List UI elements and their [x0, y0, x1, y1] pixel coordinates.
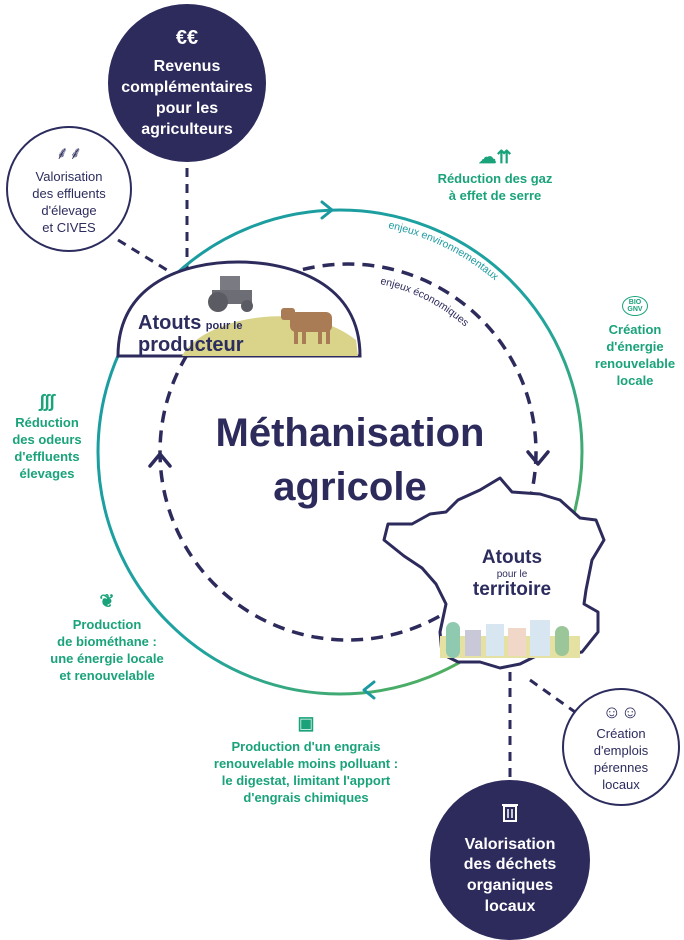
- environmental-cycle-ring: [96, 208, 584, 696]
- dechets-line-2: des déchets: [463, 856, 557, 874]
- emplois-line-2: d'emplois: [593, 742, 649, 758]
- dechets-line-3: organiques: [466, 877, 554, 895]
- revenus-line-4: agriculteurs: [141, 120, 233, 138]
- emplois-line-4: locaux: [602, 776, 640, 792]
- bubble-emplois: ☺☺ Création d'emplois pérennes locaux: [562, 688, 680, 806]
- odeurs-line-2: des odeurs: [12, 432, 82, 448]
- emplois-line-3: pérennes: [593, 759, 649, 775]
- producer-name: producteur: [138, 334, 244, 356]
- benefit-odeurs: ∫∫∫ Réduction des odeurs d'effluents éle…: [2, 390, 92, 483]
- connector-emplois: [529, 678, 576, 714]
- revenus-line-2: complémentaires: [121, 79, 253, 97]
- odeurs-line-4: élevages: [19, 466, 75, 482]
- gaz-line-1: Réduction des gaz: [437, 171, 553, 187]
- engrais-line-4: d'engrais chimiques: [243, 790, 369, 806]
- ring-arrow-bottom: [362, 680, 376, 700]
- benefit-biomethane: ❦ Production de biométhane : une énergie…: [30, 590, 184, 685]
- economic-cycle-ring: [158, 262, 538, 642]
- odor-waves-icon: ∫∫∫: [39, 391, 55, 411]
- town-icon: [440, 620, 580, 658]
- ring-arrow-top: [320, 200, 334, 220]
- producer-atouts: Atouts: [138, 312, 202, 334]
- revenus-line-1: Revenus: [153, 58, 221, 76]
- territory-name: territoire: [472, 578, 552, 600]
- territory-label: Atouts pour le territoire: [462, 547, 562, 601]
- odeurs-line-1: Réduction: [15, 415, 79, 431]
- effluents-line-4: et CIVES: [42, 219, 96, 235]
- benefit-energie: BIO GNV Création d'énergie renouvelable …: [588, 296, 682, 390]
- people-icon: ☺☺: [602, 701, 640, 722]
- cow-icon: [281, 308, 332, 344]
- trash-bin-icon: [502, 802, 518, 828]
- odeurs-line-3: d'effluents: [14, 449, 80, 465]
- bio-badge: BIO: [628, 299, 642, 306]
- effluents-line-2: des effluents: [32, 185, 106, 201]
- bio-gnv-icon: BIO GNV: [622, 296, 648, 316]
- page-title: Méthanisation agricole: [170, 406, 530, 514]
- engrais-line-1: Production d'un engrais: [231, 739, 381, 755]
- benefit-engrais: ▣ Production d'un engrais renouvelable m…: [190, 712, 422, 807]
- tractor-icon: [208, 276, 253, 312]
- bubble-dechets: Valorisation des déchets organiques loca…: [430, 780, 590, 940]
- territory-atouts: Atouts: [481, 547, 543, 568]
- dashed-arrow-left: [148, 452, 172, 468]
- biomethane-line-4: et renouvelable: [59, 668, 155, 684]
- biomethane-line-2: de biométhane :: [57, 634, 157, 650]
- biomethane-line-3: une énergie locale: [50, 651, 164, 667]
- bubble-effluents: ⸙⸙ Valorisation des effluents d'élevage …: [6, 126, 132, 252]
- dechets-line-1: Valorisation: [464, 835, 556, 853]
- revenus-line-3: pour les: [155, 100, 219, 117]
- engrais-line-2: renouvelable moins polluant :: [213, 756, 399, 772]
- fertilizer-bag-icon: ▣: [297, 713, 315, 733]
- cloud-sun-icon: ☁⇈: [478, 147, 512, 167]
- effluents-line-1: Valorisation: [35, 168, 103, 184]
- bubble-revenus: €€ Revenus complémentaires pour les agri…: [108, 4, 266, 162]
- biomethane-line-1: Production: [72, 617, 142, 633]
- dashed-arrow-right: [526, 450, 550, 466]
- title-line-2: agricole: [273, 465, 427, 509]
- gnv-badge: GNV: [627, 306, 643, 313]
- emplois-line-1: Création: [596, 725, 646, 741]
- energie-line-4: locale: [616, 372, 654, 388]
- effluents-line-3: d'élevage: [41, 202, 97, 218]
- territory-pour-le: pour le: [496, 568, 528, 580]
- title-line-1: Méthanisation: [215, 411, 485, 455]
- energie-line-3: renouvelable: [594, 355, 676, 371]
- gaz-line-2: à effet de serre: [448, 188, 542, 204]
- connector-effluents: [117, 238, 181, 280]
- producer-pour-le: pour le: [205, 320, 243, 332]
- engrais-line-3: le digestat, limitant l'apport: [221, 773, 391, 789]
- energie-line-1: Création: [608, 322, 662, 337]
- energie-line-2: d'énergie: [606, 338, 664, 354]
- producer-label: Atouts pour le producteur: [138, 312, 244, 356]
- sprout-icon: ❦: [99, 591, 115, 611]
- economic-flow-label: enjeux économiques: [379, 275, 471, 329]
- dechets-line-4: locaux: [484, 897, 536, 915]
- wheat-icon: ⸙⸙: [55, 142, 83, 163]
- euro-coins-icon: €€: [175, 27, 199, 50]
- benefit-gaz: ☁⇈ Réduction des gaz à effet de serre: [420, 146, 570, 205]
